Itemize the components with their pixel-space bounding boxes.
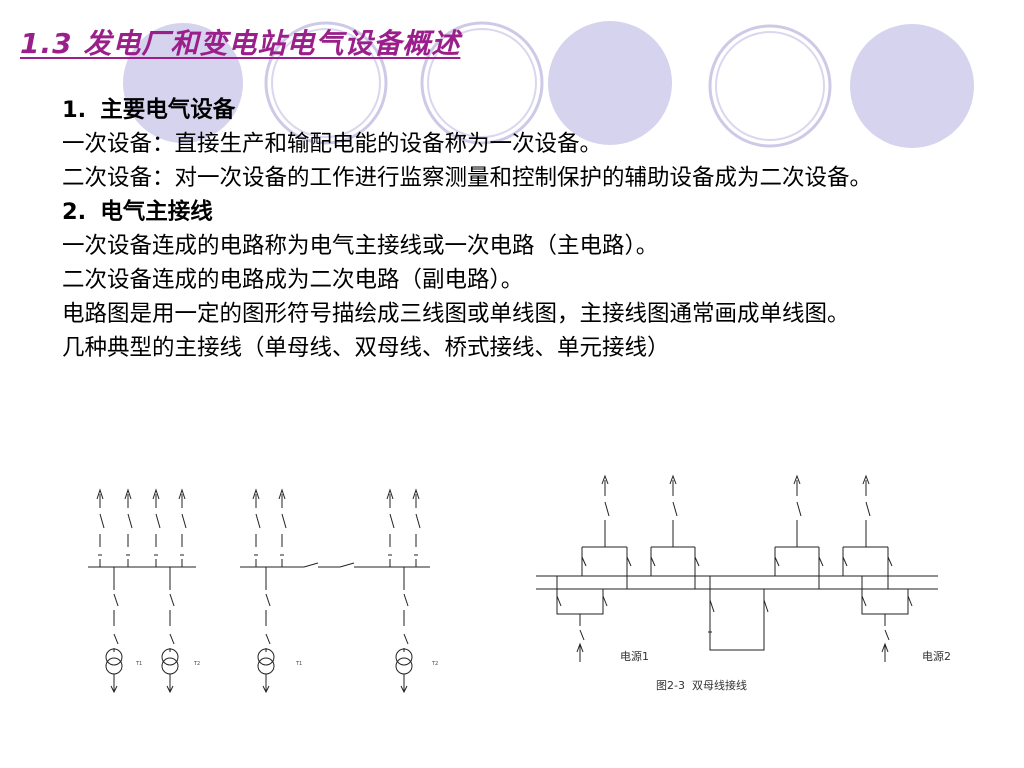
source-1-branch	[556, 576, 608, 662]
outgoing-feeders	[581, 474, 893, 589]
double-bus-diagram: 电源1 电源2 图2-3 双母线接线	[536, 474, 951, 692]
section-heading-2: 2. 电气主接线	[62, 196, 982, 228]
source-2-branch	[861, 576, 913, 662]
paragraph-secondary-circuit: 二次设备连成的电路成为二次电路（副电路）。	[62, 267, 524, 293]
section-title-1: 主要电气设备	[100, 97, 236, 123]
section-heading-1: 1. 主要电气设备	[62, 94, 982, 126]
paragraph-typical-wiring: 几种典型的主接线（单母线、双母线、桥式接线、单元接线）	[62, 335, 670, 361]
transformer-branches	[105, 567, 179, 694]
diagram-caption: 图2-3 双母线接线	[656, 678, 747, 692]
transformer-label-t2: T2	[431, 661, 438, 667]
feeder-lines	[252, 488, 421, 567]
paragraph-primary-circuit: 一次设备连成的电路称为电气主接线或一次电路（主电路）。	[62, 233, 659, 259]
bridge-diagram: T1 T2	[240, 488, 438, 694]
feeder-lines	[96, 488, 187, 567]
transformer-label-t2: T2	[193, 661, 200, 667]
slide-title: 1.3 发电厂和变电站电气设备概述	[20, 27, 461, 60]
slide-body: 1. 主要电气设备 一次设备：直接生产和输配电能的设备称为一次设备。 二次设备：对…	[62, 94, 982, 366]
transformer-label-t1: T1	[295, 661, 302, 667]
transformer-branches	[257, 567, 413, 694]
section-number-2: 2.	[62, 199, 87, 225]
transformer-label-t1: T1	[135, 661, 142, 667]
source-2-label: 电源2	[922, 649, 951, 663]
section-number-1: 1.	[62, 97, 87, 123]
busbar-with-section-switch	[240, 562, 430, 568]
source-1-label: 电源1	[620, 649, 649, 663]
paragraph-circuit-diagram: 电路图是用一定的图形符号描绘成三线图或单线图，主接线图通常画成单线图。	[62, 301, 850, 327]
paragraph-primary-equipment: 一次设备：直接生产和输配电能的设备称为一次设备。	[62, 131, 603, 157]
section-title-2: 电气主接线	[100, 199, 213, 225]
single-bus-diagram: T1 T2	[88, 488, 200, 694]
bus-coupler	[708, 576, 769, 651]
paragraph-secondary-equipment: 二次设备：对一次设备的工作进行监察测量和控制保护的辅助设备成为二次设备。	[62, 165, 873, 191]
